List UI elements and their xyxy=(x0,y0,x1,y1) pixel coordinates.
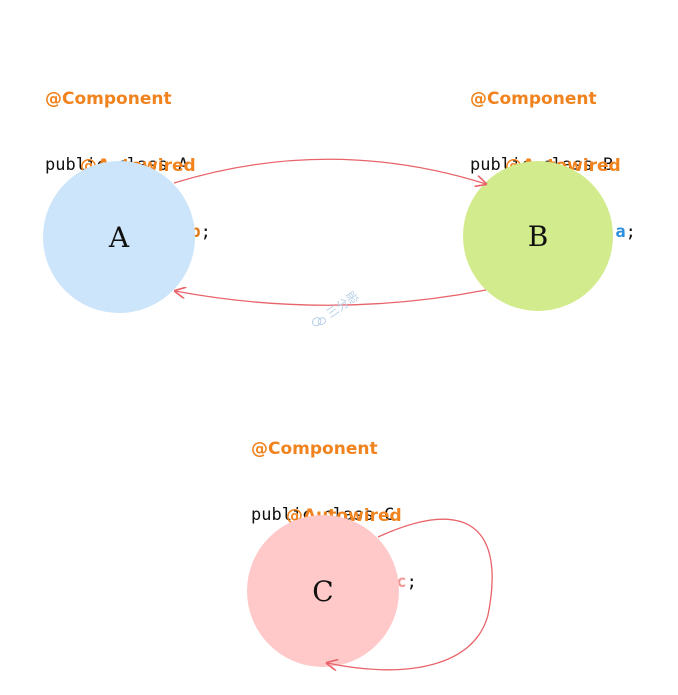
node-a-label: A xyxy=(108,220,130,254)
class-b-component-annotation: @Component xyxy=(470,89,597,109)
node-c: C xyxy=(247,515,399,667)
class-b-field-suffix: ; xyxy=(625,222,636,242)
class-c-code: @Component public class C xyxy=(251,394,394,548)
node-b-label: B xyxy=(527,219,549,253)
arrow-a-to-b xyxy=(173,158,486,184)
watermark: 三分恶 xyxy=(308,287,362,332)
node-c-label: C xyxy=(312,574,334,608)
class-a-component-annotation: @Component xyxy=(45,89,172,109)
class-c-field-suffix: ; xyxy=(406,572,417,592)
node-a: A xyxy=(43,161,195,313)
class-a-field-name: b xyxy=(190,222,201,242)
class-b-field-name: a xyxy=(615,222,626,242)
class-a-field-suffix: ; xyxy=(200,222,211,242)
class-c-component-annotation: @Component xyxy=(251,439,378,459)
wechat-icon xyxy=(311,316,326,326)
class-c-field-name: c xyxy=(396,572,407,592)
arrow-b-to-a xyxy=(175,290,487,306)
arrow-c-to-c xyxy=(327,518,493,669)
